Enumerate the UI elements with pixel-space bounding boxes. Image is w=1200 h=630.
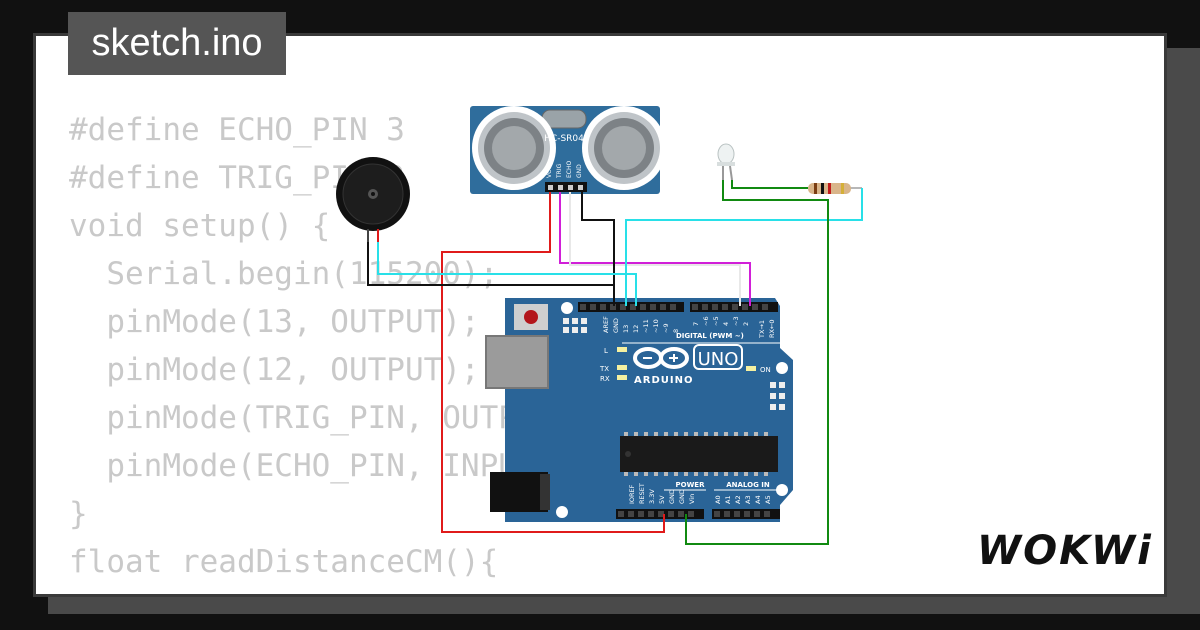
wire-led-gnd (685, 180, 829, 545)
pin-gnd: GND (612, 318, 620, 333)
wire-buzzer-signal (377, 242, 637, 306)
pin-2: 2 (742, 322, 750, 326)
pin-5v: 5V (658, 495, 666, 504)
code-line: float readDistanceCM(){ (69, 544, 499, 580)
pin-13: 13 (622, 325, 630, 333)
pin-a4: A4 (754, 495, 762, 504)
led-tx-label: TX (599, 365, 609, 373)
pin-a0: A0 (714, 495, 722, 504)
pin-10: ~10 (652, 319, 660, 333)
pin-0: RX←0 (768, 319, 776, 338)
pin-4: 4 (722, 322, 730, 326)
pin-1: TX→1 (758, 320, 766, 339)
pin-3v3: 3.3V (648, 489, 656, 504)
code-line: } (69, 496, 88, 532)
led-on-label: ON (760, 366, 771, 374)
wokwi-logo: WOKWi (977, 528, 1153, 574)
pin-11: ~11 (642, 319, 650, 333)
buzzer[interactable] (336, 157, 410, 242)
wire-sensor-gnd (581, 192, 615, 306)
resistor[interactable] (790, 183, 862, 194)
ultrasonic-sensor[interactable]: HC-SR04 VCC TRIG ECHO GND (470, 106, 666, 194)
arduino-brand: ARDUINO (634, 375, 693, 386)
pin-6: ~6 (702, 316, 710, 326)
arduino-uno[interactable]: AREF GND 13 12 ~11 ~10 ~9 8 7 ~6 ~5 4 ~3… (485, 298, 793, 522)
pin-3: ~3 (732, 316, 740, 326)
pin-a3: A3 (744, 495, 752, 504)
sensor-pin-vcc: VCC (546, 166, 553, 178)
wire-sensor-echo (569, 192, 741, 306)
wire-resistor-led (625, 188, 863, 306)
pin-gnd-2: GND (678, 489, 686, 504)
pin-reset: RESET (638, 483, 646, 504)
sensor-pin-trig: TRIG (556, 163, 563, 179)
pin-vin: Vin (688, 494, 696, 504)
wire-led-anode (731, 180, 808, 189)
code-line: pinMode(12, OUTPUT); (69, 352, 480, 388)
power-header: POWER (676, 481, 706, 489)
wire-sensor-trig (559, 192, 751, 306)
wire-buzzer-gnd (367, 242, 614, 286)
wire-sensor-vcc (441, 192, 665, 533)
code-line: #define ECHO_PIN 3 (69, 112, 405, 148)
pin-a2: A2 (734, 495, 742, 504)
code-line: pinMode(13, OUTPUT); (69, 304, 480, 340)
pin-a1: A1 (724, 495, 732, 504)
sensor-model: HC-SR04 (544, 134, 584, 144)
pin-aref: AREF (602, 316, 610, 333)
led-l-label: L (604, 347, 608, 355)
sensor-pin-echo: ECHO (566, 161, 573, 178)
analog-header: ANALOG IN (726, 481, 770, 489)
file-tab-title[interactable]: sketch.ino (68, 12, 286, 75)
arduino-logo (633, 347, 689, 369)
led[interactable] (717, 143, 735, 181)
code-line: digitalWrite(TRIG_PIN, LOW); (69, 586, 629, 594)
pin-12: 12 (632, 325, 640, 333)
pin-gnd-1: GND (668, 489, 676, 504)
pin-a5: A5 (764, 495, 772, 504)
wires (367, 180, 863, 545)
pin-ioref: IOREF (628, 484, 636, 504)
pin-8: 8 (672, 329, 680, 333)
pin-9: ~9 (662, 323, 670, 333)
sensor-pin-gnd: GND (576, 164, 583, 178)
uno-label: UNO (698, 349, 739, 370)
pin-5: ~5 (712, 316, 720, 326)
code-line: void setup() { (69, 208, 331, 244)
led-rx-label: RX (600, 375, 610, 383)
digital-header: DIGITAL (PWM ~) (676, 332, 744, 340)
pin-7: 7 (692, 322, 700, 326)
